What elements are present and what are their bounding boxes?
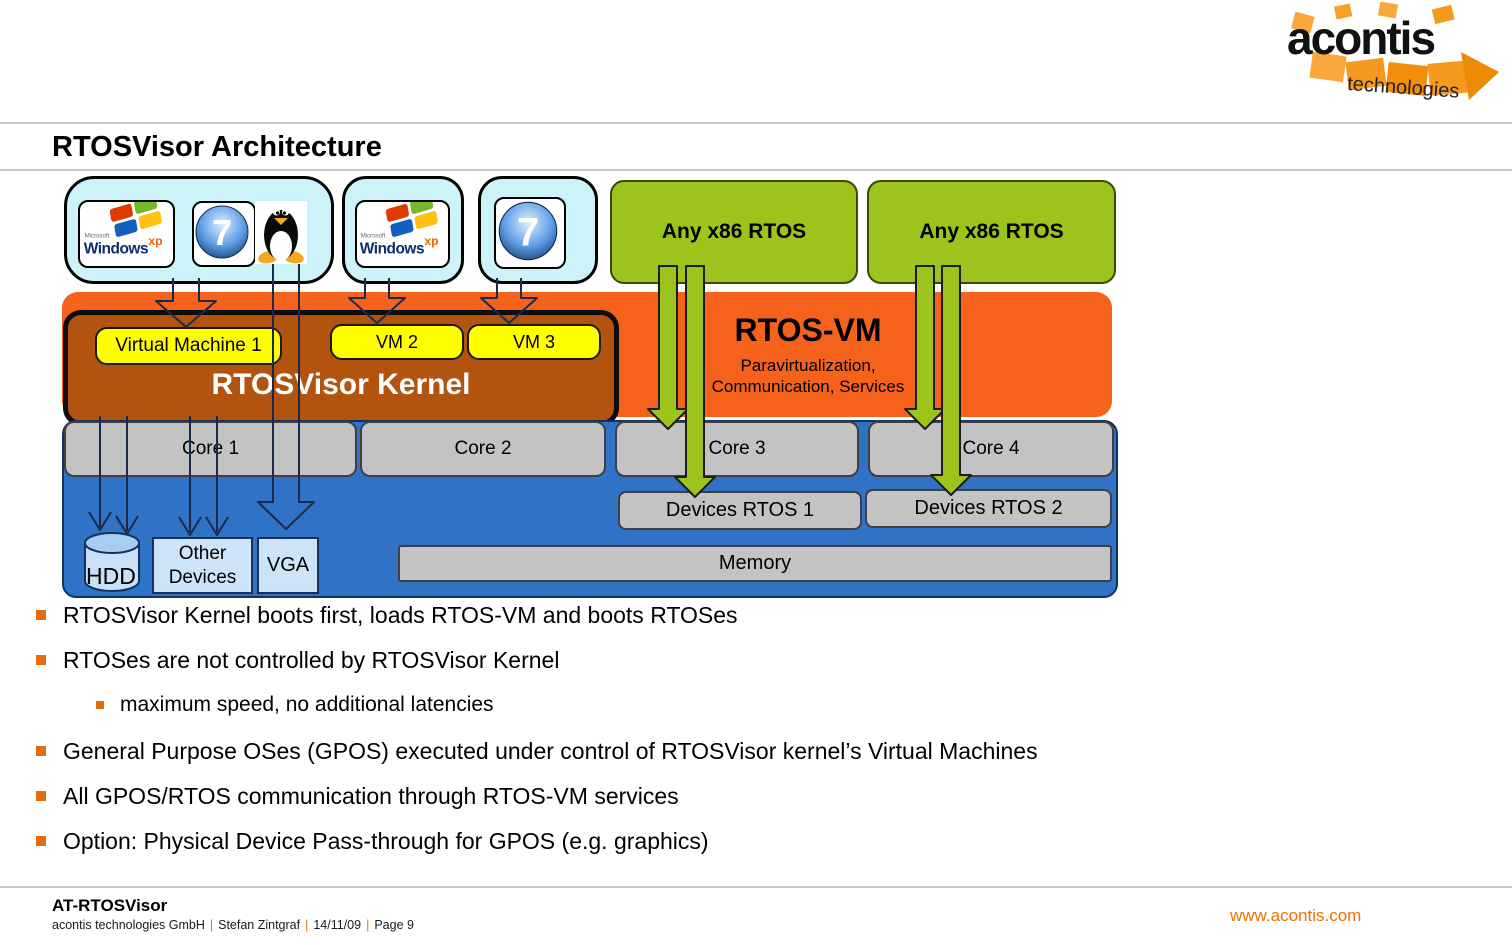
footer-page: Page 9 — [374, 918, 414, 932]
core-1-label: Core 1 — [181, 438, 240, 459]
linux-tux-icon — [255, 201, 307, 264]
windows-7-orb-icon-2: 7 — [498, 201, 558, 261]
vga-box: VGA — [257, 537, 319, 594]
bullet-marker-icon — [36, 746, 46, 756]
hdd-cylinder-icon — [83, 531, 141, 593]
core-2-box: Core 2 — [360, 421, 606, 477]
footer-separator: | — [305, 918, 309, 932]
bullet-marker-icon — [36, 610, 46, 620]
bullet-marker-icon — [36, 836, 46, 846]
bullet-3-text: General Purpose OSes (GPOS) executed und… — [63, 738, 1038, 764]
vm1-label: Virtual Machine 1 — [115, 335, 262, 356]
rtos-box-2-label: Any x86 RTOS — [919, 220, 1064, 243]
vm3-label: VM 3 — [512, 331, 555, 352]
rtos-box-2: Any x86 RTOS — [867, 180, 1116, 284]
svg-text:Windows: Windows — [360, 241, 424, 258]
acontis-logo-graphic: acontis technologies — [1287, 1, 1499, 103]
other-devices-box: Other Devices — [152, 537, 253, 594]
windows-xp-flag-icon: Microsoft Windows xp — [84, 195, 163, 258]
svg-text:7: 7 — [517, 210, 539, 254]
bullet-4-text: All GPOS/RTOS communication through RTOS… — [63, 783, 679, 809]
footer-product: AT-RTOSVisor — [52, 896, 168, 915]
core-4-label: Core 4 — [962, 438, 1020, 459]
bullet-marker-icon — [36, 655, 46, 665]
footer-rule — [0, 886, 1512, 888]
bullet-4: All GPOS/RTOS communication through RTOS… — [36, 783, 679, 810]
rtos-vm-title: RTOS-VM — [734, 312, 882, 348]
footer-separator: | — [209, 918, 214, 932]
vm1-box: Virtual Machine 1 — [95, 327, 282, 365]
bullet-2: RTOSes are not controlled by RTOSVisor K… — [36, 647, 559, 674]
core-2-label: Core 2 — [454, 438, 512, 459]
header-rule-top — [0, 122, 1512, 124]
bullet-2-sub: maximum speed, no additional latencies — [96, 693, 494, 717]
windows-7-logo: 7 — [192, 201, 256, 267]
memory-label: Memory — [718, 552, 792, 574]
devices-rtos-1-box: Devices RTOS 1 — [618, 491, 862, 530]
svg-text:xp: xp — [424, 234, 438, 248]
vga-label: VGA — [266, 554, 310, 576]
page-title: RTOSVisor Architecture — [52, 131, 382, 163]
website-link[interactable]: www.acontis.com — [1230, 906, 1362, 925]
svg-text:7: 7 — [212, 212, 232, 253]
logo-brand-text: acontis — [1287, 12, 1434, 64]
bullet-3: General Purpose OSes (GPOS) executed und… — [36, 738, 1038, 765]
windows-xp-logo-2: Microsoft Windows xp — [355, 196, 450, 268]
acontis-logo: acontis technologies — [1283, 1, 1505, 106]
windows-xp-flag-icon-2: Microsoft Windows xp — [360, 196, 439, 258]
bullet-2-text: RTOSes are not controlled by RTOSVisor K… — [63, 647, 560, 673]
vm2-label: VM 2 — [375, 331, 418, 352]
core-1-box: Core 1 — [64, 421, 357, 477]
rtos-box-1-label: Any x86 RTOS — [661, 220, 807, 243]
other-devices-label: Other Devices — [168, 542, 237, 588]
core-3-label: Core 3 — [708, 438, 766, 459]
core-3-box: Core 3 — [615, 421, 859, 477]
devices-rtos-2-box: Devices RTOS 2 — [865, 489, 1112, 528]
kernel-title: RTOSVisor Kernel — [211, 368, 471, 401]
footer-date: 14/11/09 — [313, 918, 362, 932]
windows-7-orb-icon: 7 — [195, 205, 249, 259]
rtos-vm-subtitle-2: Communication, Services — [711, 377, 905, 396]
svg-text:Microsoft: Microsoft — [361, 233, 386, 240]
bullet-2-sub-text: maximum speed, no additional latencies — [120, 693, 494, 716]
memory-box: Memory — [398, 545, 1112, 582]
devices-rtos-1-label: Devices RTOS 1 — [665, 499, 815, 521]
vm3-box: VM 3 — [467, 324, 601, 360]
bullet-5: Option: Physical Device Pass-through for… — [36, 828, 709, 855]
windows-7-logo-2: 7 — [494, 197, 566, 269]
bullet-marker-icon — [36, 791, 46, 801]
core-4-box: Core 4 — [868, 421, 1114, 477]
header-rule-bottom — [0, 169, 1512, 171]
rtos-box-1: Any x86 RTOS — [610, 180, 858, 284]
svg-text:xp: xp — [148, 234, 162, 248]
bullet-5-text: Option: Physical Device Pass-through for… — [63, 828, 709, 854]
vm2-box: VM 2 — [330, 324, 464, 360]
hdd-label: HDD — [86, 563, 136, 589]
devices-rtos-2-label: Devices RTOS 2 — [914, 497, 1063, 519]
bullet-marker-icon — [96, 701, 104, 709]
rtos-vm-text: RTOS-VM Paravirtualization, Communicatio… — [658, 312, 958, 397]
footer-author: Stefan Zintgraf — [218, 918, 301, 932]
bullet-1-text: RTOSVisor Kernel boots first, loads RTOS… — [63, 602, 738, 628]
svg-text:Microsoft: Microsoft — [85, 233, 110, 240]
footer-meta: acontis technologies GmbH | Stefan Zintgra… — [52, 918, 414, 932]
svg-text:Windows: Windows — [84, 241, 148, 258]
bullet-1: RTOSVisor Kernel boots first, loads RTOS… — [36, 602, 738, 629]
windows-xp-logo: Microsoft Windows xp — [78, 195, 175, 268]
footer-separator: | — [366, 918, 370, 932]
footer-company: acontis technologies GmbH — [52, 918, 205, 932]
rtos-vm-subtitle-1: Paravirtualization, — [740, 356, 876, 375]
